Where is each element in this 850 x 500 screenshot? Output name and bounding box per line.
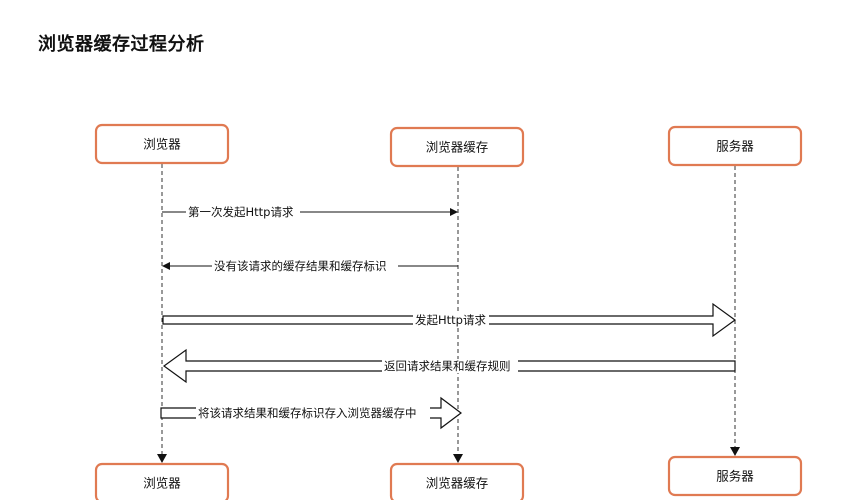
message-no-cache: 没有该请求的缓存结果和缓存标识 <box>162 258 458 274</box>
message-server-response-label: 返回请求结果和缓存规则 <box>384 359 511 373</box>
message-request-server: 发起Http请求 <box>162 302 737 338</box>
participant-cache-top: 浏览器缓存 <box>389 126 525 168</box>
participant-server-bottom: 服务器 <box>667 455 803 497</box>
lifeline-server-arrowhead <box>730 447 740 456</box>
message-server-response: 返回请求结果和缓存规则 <box>162 348 736 384</box>
participant-browser-top-label: 浏览器 <box>143 137 181 152</box>
participant-cache-bottom-label: 浏览器缓存 <box>426 476 489 491</box>
message-no-cache-label: 没有该请求的缓存结果和缓存标识 <box>214 259 387 273</box>
page-title: 浏览器缓存过程分析 <box>38 34 205 55</box>
lifeline-cache-arrowhead <box>453 454 463 463</box>
message-store-cache-label: 将该请求结果和缓存标识存入浏览器缓存中 <box>198 406 417 420</box>
participant-browser-bottom: 浏览器 <box>94 462 230 500</box>
participant-cache-bottom: 浏览器缓存 <box>389 462 525 500</box>
participant-server-top: 服务器 <box>667 125 803 167</box>
message-request-server-label: 发起Http请求 <box>415 313 486 327</box>
lifeline-browser-arrowhead <box>157 454 167 463</box>
message-store-cache: 将该请求结果和缓存标识存入浏览器缓存中 <box>160 396 462 430</box>
participant-browser-top: 浏览器 <box>94 123 230 165</box>
message-first-request-label: 第一次发起Http请求 <box>188 205 294 219</box>
participant-cache-top-label: 浏览器缓存 <box>426 140 489 155</box>
participant-server-top-label: 服务器 <box>716 139 754 154</box>
participant-server-bottom-label: 服务器 <box>716 469 754 484</box>
participant-browser-bottom-label: 浏览器 <box>143 476 181 491</box>
message-first-request: 第一次发起Http请求 <box>162 204 458 220</box>
